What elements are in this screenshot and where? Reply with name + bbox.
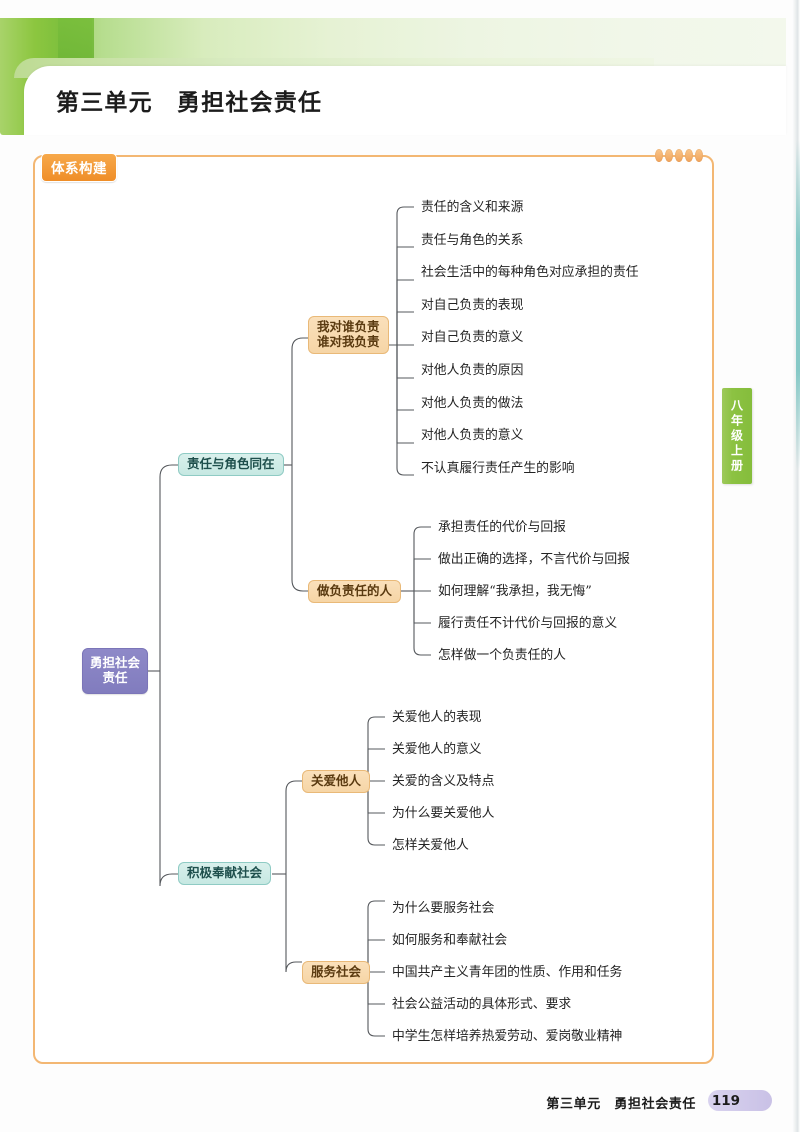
leaf-item: 对他人负责的意义 bbox=[421, 428, 524, 443]
mindmap-group-who-am-i-responsible-to[interactable]: 我对谁负责 谁对我负责 bbox=[308, 316, 389, 354]
leaf-item: 社会公益活动的具体形式、要求 bbox=[392, 997, 572, 1012]
group-label-line1: 关爱他人 bbox=[311, 773, 362, 789]
coil-ring-3 bbox=[675, 149, 683, 162]
leaf-item: 为什么要关爱他人 bbox=[392, 806, 495, 821]
mindmap-branch-serve-society[interactable]: 积极奉献社会 bbox=[178, 862, 272, 885]
leaf-item: 对他人负责的做法 bbox=[421, 396, 524, 411]
mindmap-branch-responsibility-role[interactable]: 责任与角色同在 bbox=[178, 453, 284, 476]
branch-label: 积极奉献社会 bbox=[187, 865, 263, 881]
leaf-item: 承担责任的代价与回报 bbox=[438, 520, 566, 535]
leaf-item: 做出正确的选择，不言代价与回报 bbox=[438, 552, 630, 567]
mindmap-root-node[interactable]: 勇担社会 责任 bbox=[82, 648, 148, 694]
footer-title: 第三单元 勇担社会责任 bbox=[546, 1097, 696, 1112]
leaf-item: 怎样关爱他人 bbox=[392, 838, 469, 853]
leaf-item: 怎样做一个负责任的人 bbox=[438, 648, 566, 663]
leaf-item: 中学生怎样培养热爱劳动、爱岗敬业精神 bbox=[392, 1029, 623, 1044]
group-label-line1: 我对谁负责 bbox=[317, 319, 380, 335]
coil-ring-2 bbox=[665, 149, 673, 162]
coil-ring-5 bbox=[695, 149, 703, 162]
mindmap-group-be-responsible-person[interactable]: 做负责任的人 bbox=[308, 580, 402, 603]
page-edge-shadow bbox=[792, 0, 800, 1132]
page-title: 第三单元 勇担社会责任 bbox=[56, 90, 323, 116]
leaf-item: 关爱他人的意义 bbox=[392, 742, 482, 757]
root-label-line1: 勇担社会 bbox=[90, 655, 141, 671]
group-label-line2: 谁对我负责 bbox=[317, 334, 380, 349]
leaf-item: 对他人负责的原因 bbox=[421, 363, 524, 378]
leaf-item: 责任与角色的关系 bbox=[421, 233, 524, 248]
page-number-badge bbox=[708, 1090, 772, 1111]
coil-ring-4 bbox=[685, 149, 693, 162]
leaf-item: 关爱的含义及特点 bbox=[392, 774, 495, 789]
page-edge-teal-accent bbox=[796, 140, 800, 470]
leaf-item: 关爱他人的表现 bbox=[392, 710, 482, 725]
side-tab-grade[interactable]: 八年级上册 bbox=[722, 388, 752, 484]
coil-ring-1 bbox=[655, 149, 663, 162]
leaf-item: 为什么要服务社会 bbox=[392, 901, 495, 916]
banner-left-accent bbox=[58, 18, 94, 65]
group-label-line1: 服务社会 bbox=[311, 964, 362, 980]
group-label-line1: 做负责任的人 bbox=[317, 583, 393, 599]
section-tag: 体系构建 bbox=[41, 153, 117, 182]
side-tab-label: 八年级上册 bbox=[729, 398, 744, 474]
leaf-item: 社会生活中的每种角色对应承担的责任 bbox=[421, 265, 639, 280]
mindmap-group-care-for-others[interactable]: 关爱他人 bbox=[302, 770, 371, 793]
leaf-item: 履行责任不计代价与回报的意义 bbox=[438, 616, 618, 631]
root-label-line2: 责任 bbox=[102, 670, 128, 685]
content-frame bbox=[33, 155, 714, 1064]
branch-label: 责任与角色同在 bbox=[187, 456, 275, 472]
leaf-item: 对自己负责的意义 bbox=[421, 330, 524, 345]
page-number: 119 bbox=[711, 1093, 740, 1109]
title-card bbox=[24, 66, 786, 135]
leaf-item: 责任的含义和来源 bbox=[421, 200, 524, 215]
leaf-item: 中国共产主义青年团的性质、作用和任务 bbox=[392, 965, 623, 980]
leaf-item: 不认真履行责任产生的影响 bbox=[421, 461, 575, 476]
leaf-item: 如何服务和奉献社会 bbox=[392, 933, 508, 948]
leaf-item: 如何理解“我承担，我无悔” bbox=[438, 584, 592, 599]
leaf-item: 对自己负责的表现 bbox=[421, 298, 524, 313]
mindmap-group-serve-society[interactable]: 服务社会 bbox=[302, 961, 371, 984]
